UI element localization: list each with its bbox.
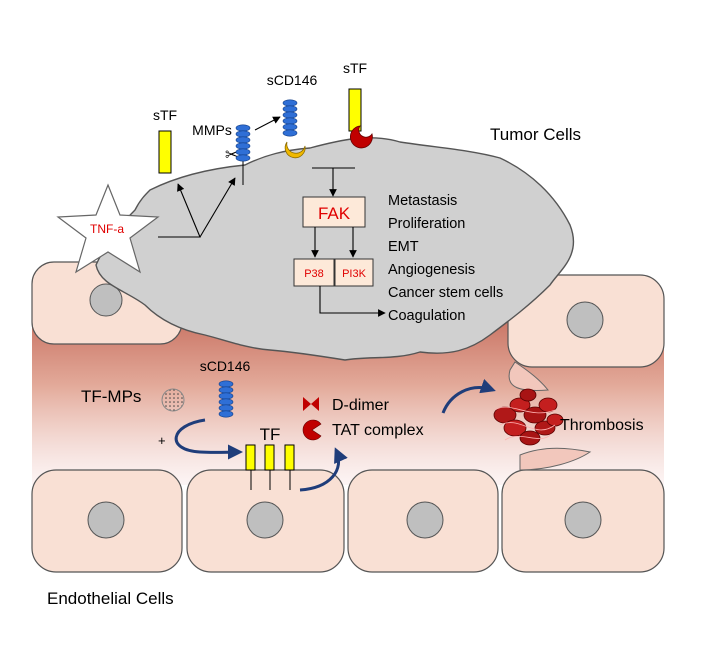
outcome-item: Cancer stem cells [388,285,503,301]
tat-complex-label: TAT complex [332,422,424,439]
receptor-crescent-red [349,125,373,149]
tat-complex-icon [302,419,322,441]
thrombosis-label: Thrombosis [560,417,644,434]
pathway-to-outcomes-arrow [319,286,386,317]
tnf-label: TNF-a [90,222,124,236]
nucleus [566,301,604,339]
endothelial-cell-lower-1 [31,469,183,573]
tumor-cell [95,137,575,361]
outcome-item: Angiogenesis [388,262,475,278]
membrane-tf-group [245,444,295,490]
cd146-helix-membrane [235,124,251,185]
nucleus [246,501,284,539]
stf-top-label: sTF [343,60,367,76]
d-dimer-label: D-dimer [332,397,390,414]
pi3k-label: PI3K [342,268,367,280]
fak-label: FAK [318,204,351,223]
mmps-label: MMPs [192,122,232,138]
stf-left-protein [158,130,172,174]
scd146-bottom-label: sCD146 [200,358,251,374]
nucleus [89,283,123,317]
scd146-top-helix [282,99,298,137]
stf-left-label: sTF [153,107,177,123]
tumor-cells-label: Tumor Cells [490,125,581,144]
mmps-to-scd146-arrow [254,116,281,131]
nucleus [564,501,602,539]
scd146-top-label: sCD146 [267,72,318,88]
receptor-crescent-gold [284,141,306,159]
d-dimer-icon [303,397,319,411]
outcomes-list: Metastasis Proliferation EMT Angiogenesi… [388,193,503,324]
detached-endothelium [508,361,549,391]
outcome-item: Coagulation [388,308,465,324]
thrombosis-arrow-icon [441,378,496,414]
tf-mps-label: TF-MPs [81,387,141,406]
outcome-item: Metastasis [388,193,457,209]
thrombus-clot-icon [493,388,564,446]
outcome-item: EMT [388,239,419,255]
endothelial-cells-label: Endothelial Cells [47,589,174,608]
tf-label: TF [260,425,281,444]
nucleus [406,501,444,539]
p38-label: P38 [304,268,324,280]
tf-microparticle [161,388,185,412]
stf-top-protein [348,88,362,132]
plus-sign: + [158,433,166,448]
endothelial-cell-lower-3 [347,469,499,573]
scd146-bottom-helix [218,380,234,418]
outcome-item: Proliferation [388,216,465,232]
endothelial-cell-lower-2 [186,469,345,573]
tf-activation-arrow-icon [299,447,348,492]
fak-box [302,196,366,228]
tnf-star [56,183,160,274]
endothelial-cell-lower-4 [501,469,665,573]
pi3k-box [334,258,374,287]
tnf-to-mmps-arrow [199,177,236,238]
scissors-icon: ✂ [225,145,238,164]
induction-arrow-icon [174,418,243,460]
endothelial-cell-upper-right [507,274,665,368]
nucleus [87,501,125,539]
p38-box [293,258,335,287]
detached-endothelium [519,447,592,471]
